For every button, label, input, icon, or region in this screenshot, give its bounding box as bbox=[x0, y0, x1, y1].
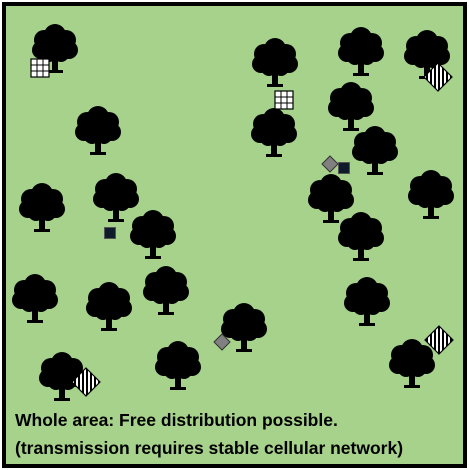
tree-icon bbox=[338, 27, 384, 76]
striped-diamond-marker-icon bbox=[71, 367, 101, 397]
tree-icon bbox=[32, 24, 78, 73]
tree-icon bbox=[308, 174, 354, 223]
tree-icon bbox=[352, 126, 398, 175]
tree-icon bbox=[221, 303, 267, 352]
tree-icon bbox=[251, 108, 297, 157]
tree-icon bbox=[404, 30, 450, 79]
tree-icon bbox=[19, 183, 65, 232]
tree-icon bbox=[143, 266, 189, 315]
tree-icon bbox=[130, 210, 176, 259]
dark-square-marker-icon bbox=[104, 227, 116, 239]
caption-line-1: Whole area: Free distribution possible. bbox=[15, 410, 338, 430]
caption-line-2: (transmission requires stable cellular n… bbox=[15, 438, 404, 458]
grid-square-marker-icon bbox=[274, 90, 294, 110]
tree-icon bbox=[93, 173, 139, 222]
grey-diamond-marker-icon bbox=[213, 333, 231, 351]
striped-diamond-marker-icon bbox=[424, 325, 454, 355]
tree-icon bbox=[408, 170, 454, 219]
striped-diamond-marker-icon bbox=[423, 62, 453, 92]
markers-layer bbox=[30, 58, 454, 397]
tree-icon bbox=[155, 341, 201, 390]
dark-square-marker-icon bbox=[338, 162, 350, 174]
tree-icon bbox=[86, 282, 132, 331]
grid-square-marker-icon bbox=[30, 58, 50, 78]
trees-layer bbox=[12, 24, 454, 401]
tree-icon bbox=[12, 274, 58, 323]
tree-icon bbox=[389, 339, 435, 388]
tree-icon bbox=[75, 106, 121, 155]
map-canvas bbox=[12, 24, 454, 401]
tree-icon bbox=[344, 277, 390, 326]
tree-icon bbox=[328, 82, 374, 131]
grey-diamond-marker-icon bbox=[321, 155, 339, 173]
tree-icon bbox=[338, 212, 384, 261]
tree-icon bbox=[252, 38, 298, 87]
